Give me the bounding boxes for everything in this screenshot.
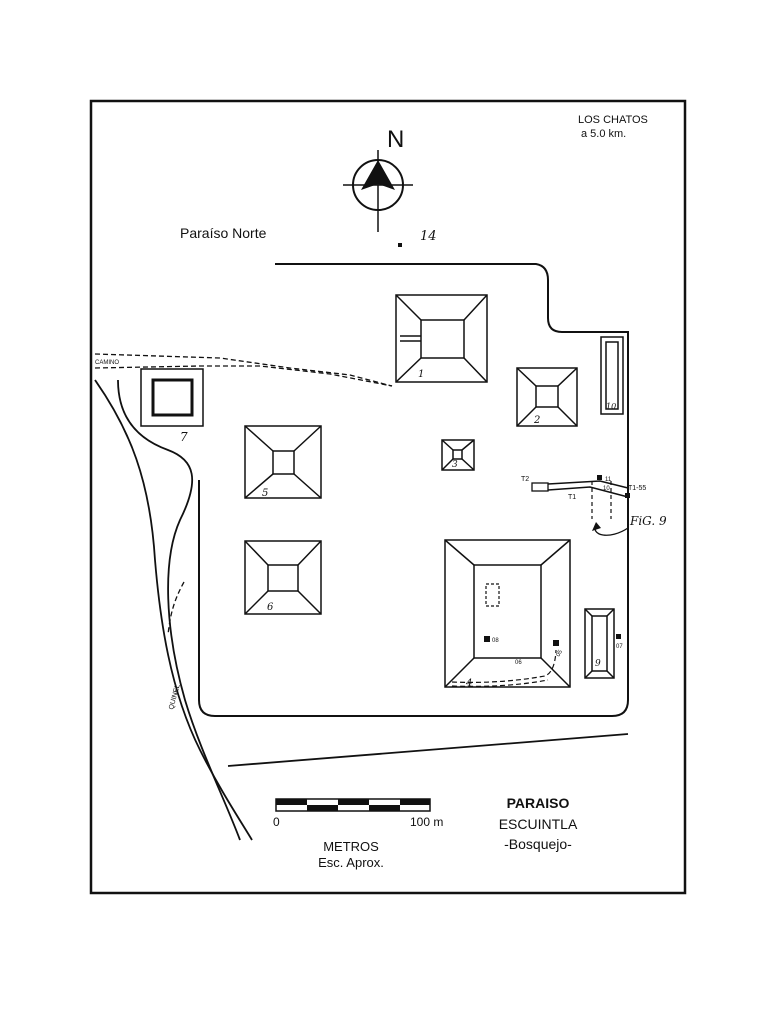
excavation-11-marker <box>597 475 602 480</box>
ravine-tributary <box>167 581 185 636</box>
structure-4 <box>444 539 571 688</box>
title-escuintla: ESCUINTLA <box>499 816 578 832</box>
excavation-07-marker <box>616 634 621 639</box>
structure-7-label: 7 <box>180 430 188 444</box>
excavation-08-label: 08 <box>492 638 499 644</box>
trench-t1 <box>531 480 629 519</box>
structure-4-label: 4 <box>465 678 472 689</box>
structure-10-label: 10 <box>606 402 616 411</box>
excavation-05-label: 05 <box>556 649 565 658</box>
north-letter: N <box>387 126 404 153</box>
paraiso-norte-label: Paraíso Norte <box>180 225 267 241</box>
marker-14 <box>398 243 402 247</box>
map-frame <box>89 99 687 895</box>
structure-1 <box>395 294 488 383</box>
excavation-08-marker <box>484 636 490 642</box>
title-paraiso: PARAISO <box>507 795 570 811</box>
structure-6-label: 6 <box>267 602 274 613</box>
structure-2 <box>516 367 578 427</box>
los-chatos-distance: a 5.0 km. <box>581 128 626 140</box>
structure-3-label: 3 <box>452 460 458 470</box>
structure-9-label: 9 <box>595 659 601 669</box>
camino-road <box>94 353 393 387</box>
structure-9 <box>584 608 615 679</box>
excavation-t1-55-label: T1-55 <box>628 485 646 492</box>
title-bosquejo: -Bosquejo- <box>504 836 572 852</box>
excavation-06-label: 06 <box>515 660 522 666</box>
excavation-05-marker <box>553 640 559 646</box>
excavation-07-label: 07 <box>616 644 623 650</box>
structure-6 <box>244 540 322 615</box>
camino-road-edge <box>94 365 393 387</box>
structure-7 <box>140 368 204 427</box>
los-chatos-label: LOS CHATOS <box>578 114 648 126</box>
structure-5-label: 5 <box>262 488 268 499</box>
scale-note: Esc. Aprox. <box>318 855 384 870</box>
structure-14-label: 14 <box>420 229 437 244</box>
camino-label: CAMINO <box>95 360 119 366</box>
scale-max: 100 m <box>410 815 443 829</box>
structure-10 <box>600 336 624 415</box>
excavation-10-label: 10 <box>603 486 610 492</box>
scale-unit: METROS <box>323 839 379 854</box>
structure-1-label: 1 <box>418 369 424 380</box>
structure-5 <box>244 425 322 499</box>
trench-t2-label: T2 <box>521 476 529 483</box>
figure-9-arrow <box>594 523 629 536</box>
figure-9-label: FiG. 9 <box>629 514 667 528</box>
site-boundary <box>198 263 629 717</box>
structure-3 <box>441 439 475 471</box>
excavation-t1-55-marker <box>625 493 630 498</box>
structure-2-label: 2 <box>533 415 540 426</box>
figure-9-arrowhead <box>592 522 601 531</box>
excavation-11-label: 11 <box>605 477 612 483</box>
trench-t1-label: T1 <box>568 494 576 501</box>
scale-zero: 0 <box>273 815 280 829</box>
quinel-river-west-bank <box>94 379 253 841</box>
north-arrow-icon <box>343 150 413 232</box>
scale-bar <box>275 798 431 812</box>
southern-road <box>227 733 629 767</box>
quinel-river-east-bank <box>117 379 241 841</box>
